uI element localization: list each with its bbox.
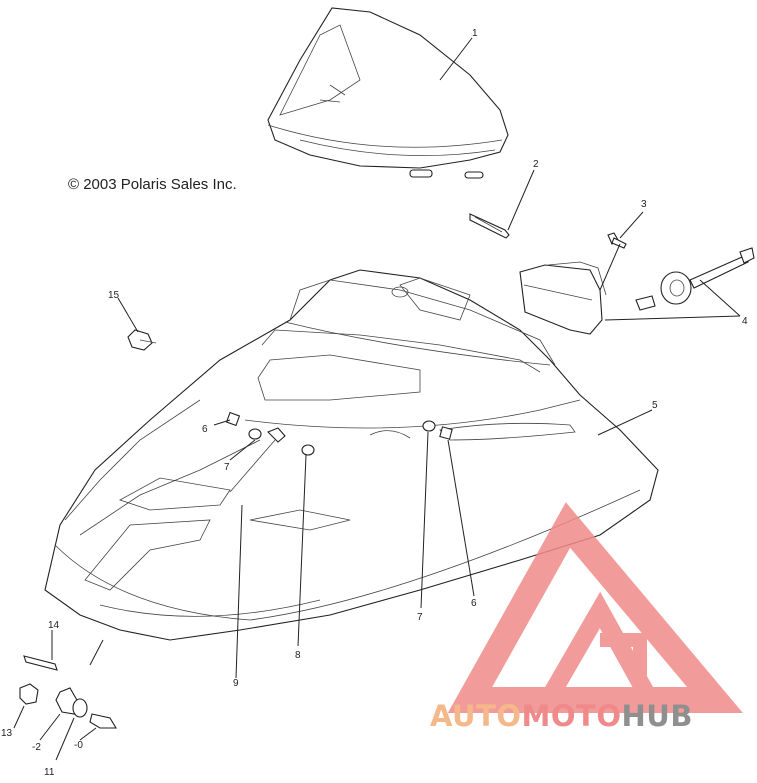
callout-8: 8: [295, 650, 301, 661]
callout-3: 3: [641, 199, 647, 210]
watermark-word-hub: HUB: [622, 699, 693, 733]
hood-hardware: [225, 411, 453, 493]
callout-12: -2: [32, 742, 41, 753]
clip-part: [127, 329, 157, 351]
callout-7a: 7: [224, 462, 230, 473]
svg-text:AUTOMOTOHUB: AUTOMOTOHUB: [430, 699, 693, 733]
callout-15: 15: [108, 290, 120, 301]
leader-lines: [13, 37, 741, 761]
callout-4: 4: [742, 316, 748, 327]
callout-5: 5: [652, 400, 658, 411]
hood-part: [44, 269, 659, 641]
callout-9: 9: [233, 678, 239, 689]
callout-labels: 1 2 3 4 5 6 6 7 7 8 9 -0 11 -2 13 14 15: [1, 28, 748, 778]
watermark-wordmark: AUTOMOTOHUB: [430, 699, 693, 733]
callout-13: 13: [1, 728, 13, 739]
callout-7b: 7: [417, 612, 423, 623]
watermark-word-auto: AUTO: [430, 699, 522, 733]
callout-2: 2: [533, 159, 539, 170]
callout-10: -0: [74, 740, 83, 751]
callout-1: 1: [472, 28, 478, 39]
windshield-part: [267, 7, 509, 179]
callout-6b: 6: [471, 598, 477, 609]
pushpin-fastener-part: [469, 213, 510, 239]
headlight-assembly-part: [519, 247, 755, 335]
lower-hardware-parts: [19, 655, 117, 729]
screw-part: [607, 232, 627, 249]
callout-6a: 6: [202, 424, 208, 435]
callout-11: 11: [44, 767, 55, 778]
automotohub-watermark-logo: [447, 502, 743, 713]
watermark-word-moto: MOTO: [522, 699, 622, 733]
copyright-notice: © 2003 Polaris Sales Inc.: [68, 176, 237, 193]
callout-14: 14: [48, 620, 60, 631]
